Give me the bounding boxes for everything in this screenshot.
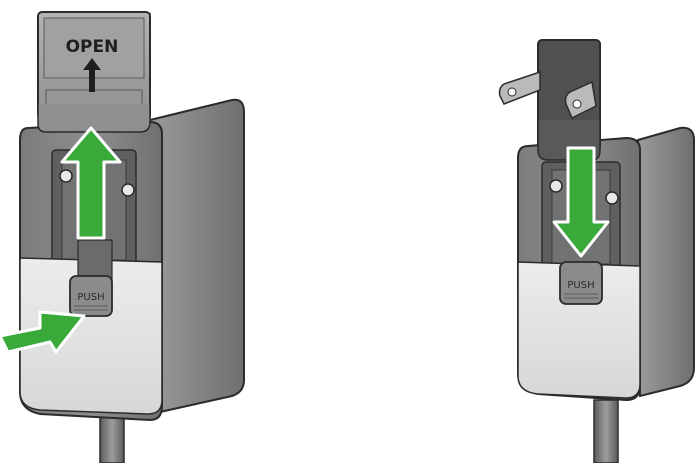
up-arrow-icon [83, 58, 101, 92]
green-down-arrow-icon [552, 146, 610, 258]
right-push-label: PUSH [567, 280, 594, 291]
right-lower-panel [517, 261, 641, 399]
right-prong [564, 80, 597, 120]
us-plug-icon [498, 39, 601, 161]
right-cord [593, 399, 619, 463]
left-cover: OPEN [37, 11, 151, 133]
left-cover-open-label: OPEN [66, 37, 119, 57]
left-clip-right [121, 183, 135, 197]
left-push-label: PUSH [77, 292, 104, 303]
right-clip-left [549, 179, 563, 193]
right-clip-right [605, 191, 619, 205]
left-clip-left [59, 169, 73, 183]
green-right-arrow-icon [0, 310, 86, 354]
left-prong [498, 70, 541, 105]
right-adapter-side [636, 126, 695, 398]
left-adapter-side [148, 98, 245, 414]
left-lower-panel [19, 257, 163, 415]
green-up-arrow-icon [60, 126, 122, 240]
right-adapter: PUSH [498, 39, 695, 463]
left-adapter: PUSH OPEN [0, 11, 245, 463]
